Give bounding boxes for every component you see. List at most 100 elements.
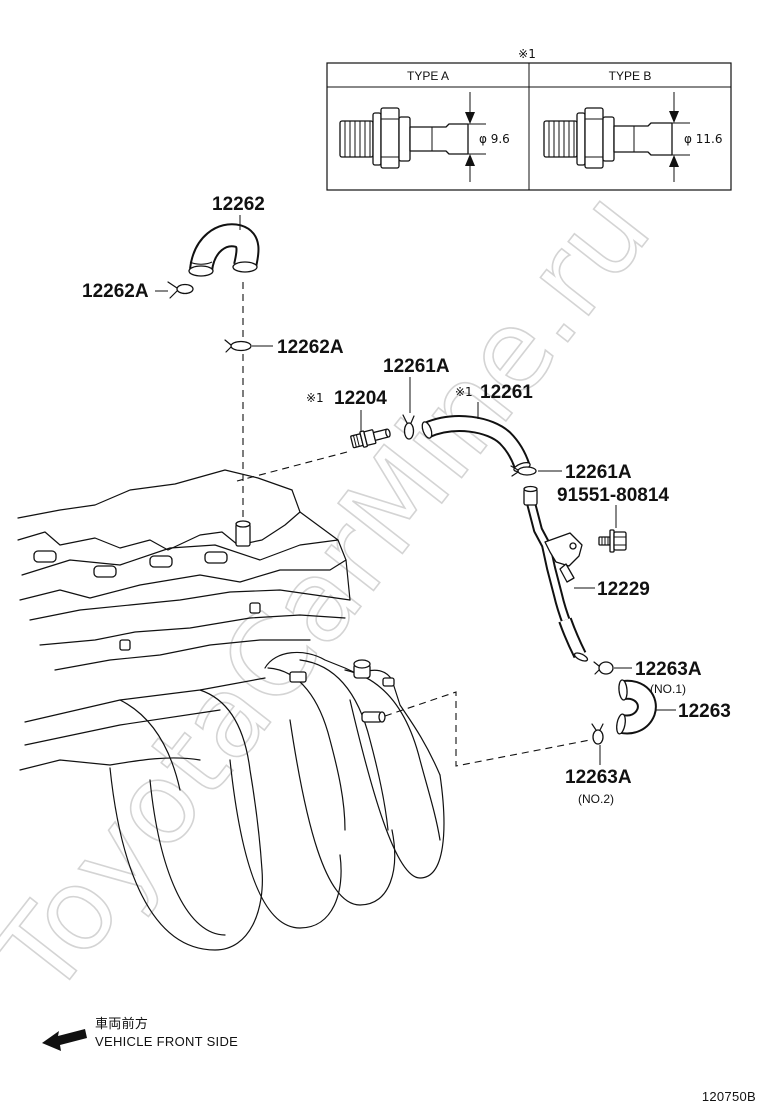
clip-ring xyxy=(230,340,252,352)
inset-table: ※1 TYPE A TYPE B φ 9.6 xyxy=(326,47,732,191)
callout-12204: 12204 xyxy=(334,388,387,409)
plug-tube-boss xyxy=(149,555,173,568)
clip-tabs xyxy=(591,723,604,731)
valve-nozzle-end xyxy=(385,428,391,438)
clip-12263a-no1 xyxy=(593,661,614,675)
runner-1 xyxy=(109,767,263,951)
intake-manifold xyxy=(19,651,445,951)
clip-tabs xyxy=(402,414,415,424)
engine-line xyxy=(54,639,311,671)
clip-ring xyxy=(598,661,614,675)
valve-nozzle xyxy=(613,122,673,156)
cylinder-head-cover xyxy=(17,469,351,671)
vehicle-front-indicator: 車両前方 VEHICLE FRONT SIDE xyxy=(42,1016,238,1051)
hose-end xyxy=(616,713,626,735)
runner-4 xyxy=(349,699,445,879)
bolt-thread-lines xyxy=(601,537,609,545)
hose-body xyxy=(620,681,655,733)
clip-ring xyxy=(176,283,194,295)
bolt-hex-faces xyxy=(614,536,626,546)
dimension-arrow-down xyxy=(669,111,679,123)
bracket-tab xyxy=(559,563,575,583)
dimension-type-a: φ 9.6 xyxy=(456,92,510,182)
callout-12262a-upper: 12262A xyxy=(82,281,149,302)
manifold-flange-line xyxy=(24,709,221,746)
clip-12261a-lower xyxy=(510,465,537,477)
clip-12261a-upper xyxy=(402,414,415,440)
manifold-plenum-top xyxy=(264,651,441,776)
type-b-diameter: φ 11.6 xyxy=(684,132,722,146)
hose-body xyxy=(424,417,529,469)
callout-12261: 12261 xyxy=(480,382,533,403)
callout-12204-mark: ※1 xyxy=(306,391,324,405)
plug-tube-boss xyxy=(93,565,117,578)
runner-upper-curve xyxy=(299,659,389,831)
hose-12262 xyxy=(188,223,260,277)
hose-cuff xyxy=(189,261,213,265)
pipe-fitting-top xyxy=(523,485,538,493)
port-end xyxy=(378,711,386,723)
front-arrow-icon xyxy=(42,1029,87,1051)
runner-upper-curve xyxy=(199,689,263,871)
inset-note-mark: ※1 xyxy=(518,47,536,61)
dimension-arrow-down xyxy=(465,112,475,124)
type-a-diameter: φ 9.6 xyxy=(479,132,510,146)
fitting-top xyxy=(353,659,371,669)
callout-12229: 12229 xyxy=(597,579,650,600)
pipe-bracket xyxy=(544,532,583,567)
dimension-extension-lines xyxy=(660,122,690,156)
runner-upper-curve xyxy=(119,699,181,791)
connection-line-12204 xyxy=(236,451,348,482)
clip-ring xyxy=(517,466,537,476)
connection-line-12263 xyxy=(384,691,591,767)
vehicle-front-label-jp: 車両前方 xyxy=(95,1016,148,1031)
clip-ring xyxy=(592,729,604,745)
callout-12263a-no2: 12263A xyxy=(565,767,632,788)
pipe-end xyxy=(573,652,589,662)
hose-end xyxy=(618,679,628,701)
pcv-valve-12204 xyxy=(350,428,391,449)
plug-tube-boss xyxy=(33,550,57,563)
callout-12262a-lower: 12262A xyxy=(277,337,344,358)
callout-12263a-no1: 12263A xyxy=(635,659,702,680)
clip-tabs xyxy=(593,661,600,675)
cover-bolt-boss xyxy=(249,602,261,614)
valve-hex-faces xyxy=(585,118,603,158)
clip-tabs xyxy=(510,465,519,477)
manifold-boss xyxy=(289,671,307,683)
plug-tube-boss xyxy=(204,551,228,564)
manifold-flange-line xyxy=(24,677,266,723)
type-b-header: TYPE B xyxy=(609,69,652,83)
callout-12261-mark: ※1 xyxy=(455,385,473,399)
callout-12262: 12262 xyxy=(212,194,265,215)
engine-line xyxy=(21,539,339,576)
ventilation-pipe-12229 xyxy=(523,485,589,662)
callout-12263a-no1-note: (NO.1) xyxy=(650,682,686,696)
hose-12263 xyxy=(616,679,657,735)
vehicle-front-label-en: VEHICLE FRONT SIDE xyxy=(95,1034,238,1049)
valve-type-a-drawing xyxy=(339,107,469,169)
head-cover-port xyxy=(235,520,251,547)
engine-line xyxy=(39,614,346,646)
callout-12261a-upper: 12261A xyxy=(383,356,450,377)
pipe-hose-body xyxy=(560,618,585,658)
engine-line xyxy=(17,511,301,551)
valve-ring xyxy=(576,112,586,166)
dimension-extension-lines xyxy=(456,123,486,155)
valve-collar xyxy=(398,116,411,162)
cover-bolt-boss xyxy=(119,639,131,651)
dimension-arrow-up xyxy=(669,155,679,167)
engine-line xyxy=(29,589,351,621)
dimension-type-b xyxy=(660,92,690,182)
manifold-pcv-port xyxy=(361,711,386,723)
valve-nozzle xyxy=(409,123,469,155)
valve-ring xyxy=(372,112,382,166)
hose-end xyxy=(188,265,214,277)
hose-end xyxy=(421,421,433,439)
illustration-id: 120750B xyxy=(702,1089,756,1104)
hose-body xyxy=(191,225,258,272)
valve-collar xyxy=(602,116,615,162)
callout-91551-80814: 91551-80814 xyxy=(557,485,669,506)
hose-end xyxy=(232,261,258,273)
